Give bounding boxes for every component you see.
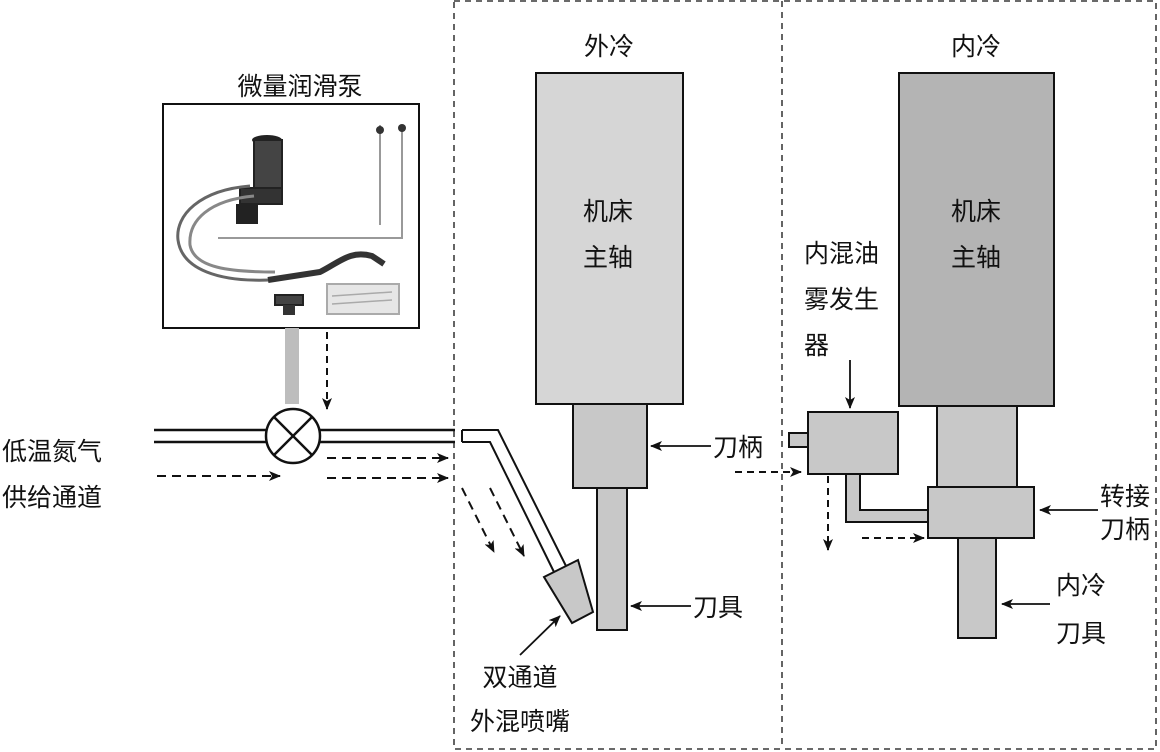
adapter-toolholder [927,486,1035,539]
internal-cooling-tool [957,537,997,639]
external-mist-arrows [461,487,525,557]
generator-label-line2: 雾发生 [804,285,879,314]
nozzle-pipe [461,429,567,573]
internal-spindle-label-line1: 机床 [951,197,1001,226]
panel-frames [453,0,1157,750]
external-toolholder [572,403,648,489]
internal-cooling-title: 内冷 [951,32,1001,61]
external-spindle [535,72,684,405]
generator-label-line3: 器 [804,331,829,360]
internal-tool-label-line1: 内冷 [1056,571,1106,600]
adapter-label-line1: 转接 [1100,482,1150,511]
pump-title: 微量润滑泵 [237,72,362,101]
nitrogen-label-line2: 供给通道 [2,483,102,512]
dual-channel-nozzle [542,558,595,625]
external-spindle-label-line2: 主轴 [583,243,633,272]
internal-spindle-label-line2: 主轴 [951,243,1001,272]
pump-illustration [176,124,406,315]
mist-generator [807,411,899,475]
nozzle-label-line2: 外混喷嘴 [470,707,570,736]
tool-label: 刀具 [693,593,743,622]
external-spindle-label-line1: 机床 [583,197,633,226]
nozzle-pointer-arrow [519,615,561,656]
nitrogen-label-line1: 低温氮气 [2,437,102,466]
generator-inlet-stub [788,432,809,448]
adapter-label-line2: 刀柄 [1100,515,1150,544]
valve-icon [264,407,322,465]
nitrogen-flow-arrows [157,453,449,483]
generator-label-line1: 内混油 [804,239,879,268]
external-cooling-title: 外冷 [584,32,634,61]
toolholder-label: 刀柄 [713,433,763,462]
internal-spindle [898,72,1055,407]
generator-feed-pipe [845,473,929,523]
pump-connector [285,328,299,404]
external-tool [596,487,628,631]
nitrogen-pipe [154,428,455,444]
internal-tool-label-line2: 刀具 [1056,619,1106,648]
internal-toolholder [936,405,1018,488]
nozzle-label-line1: 双通道 [482,663,557,692]
